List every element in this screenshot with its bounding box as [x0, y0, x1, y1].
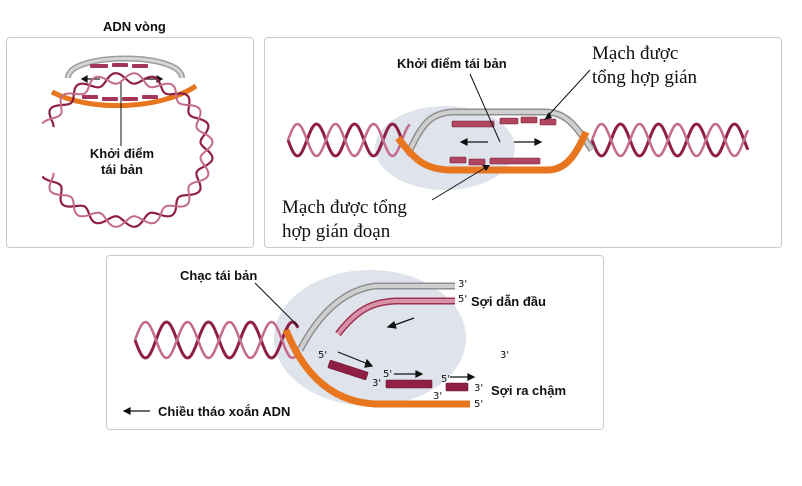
bubble-origin-label: Khởi điểm tái bản: [397, 56, 507, 71]
loose-end-3: 3': [500, 350, 510, 361]
helix-strand-b: [41, 72, 214, 228]
okazaki-fragments: [327, 359, 469, 392]
leading-strand-label: Sợi dẫn đầu: [471, 294, 546, 309]
circular-origin-line2: tái bản: [101, 162, 143, 177]
fork-helix-b: [133, 320, 300, 360]
continuous-line1: Mạch được: [592, 43, 679, 64]
unwinding-direction-label: Chiều tháo xoắn ADN: [158, 404, 291, 419]
orange-end-5: 5': [474, 399, 484, 410]
gray-end-3: 3': [458, 279, 468, 290]
continuous-line2: tổng hợp gián: [592, 67, 698, 88]
discontinuous-pointer: [431, 165, 489, 201]
left-helix-a: [286, 122, 411, 158]
left-helix-b: [286, 122, 411, 158]
origin2-pointer: [469, 73, 501, 143]
okazaki1-end-3: 3': [372, 378, 382, 389]
bubble2-arrows: [459, 138, 543, 146]
fork-helix-a: [133, 320, 300, 360]
fork-arrows: [122, 317, 476, 415]
bubble2-orange-strand: [395, 130, 590, 174]
okazaki1-end-5: 5': [318, 350, 328, 361]
continuous-pointer: [545, 69, 591, 119]
fork-orange-strand: [282, 328, 470, 408]
fork-label: Chạc tái bản: [180, 268, 258, 283]
discontinuous-line1: Mạch được tổng: [282, 197, 407, 218]
fork-pointer: [254, 282, 299, 327]
discontinuous-strand-label: Mạch được tổng hợp gián đoạn: [282, 196, 407, 244]
okazaki3-end-3: 3': [474, 383, 484, 394]
right-helix-a: [590, 122, 750, 158]
leading-end-5: 5': [458, 294, 468, 305]
lagging-strand-label: Sợi ra chậm: [491, 383, 566, 398]
okazaki2-end-5: 5': [383, 369, 393, 380]
circular-origin-label: Khởi điểm tái bản: [84, 146, 160, 178]
discontinuous-line2: hợp gián đoạn: [282, 221, 391, 242]
okazaki3-end-5: 5': [441, 374, 451, 385]
circular-origin-line1: Khởi điểm: [89, 146, 155, 161]
circular-dna-title: ADN vòng: [103, 19, 166, 34]
new-segments: [82, 63, 158, 101]
okazaki2-end-3: 3': [433, 391, 443, 402]
bubble2-new-segments: [449, 116, 557, 166]
right-helix-b: [590, 122, 750, 158]
continuous-strand-label: Mạch được tổng hợp gián: [592, 42, 697, 90]
